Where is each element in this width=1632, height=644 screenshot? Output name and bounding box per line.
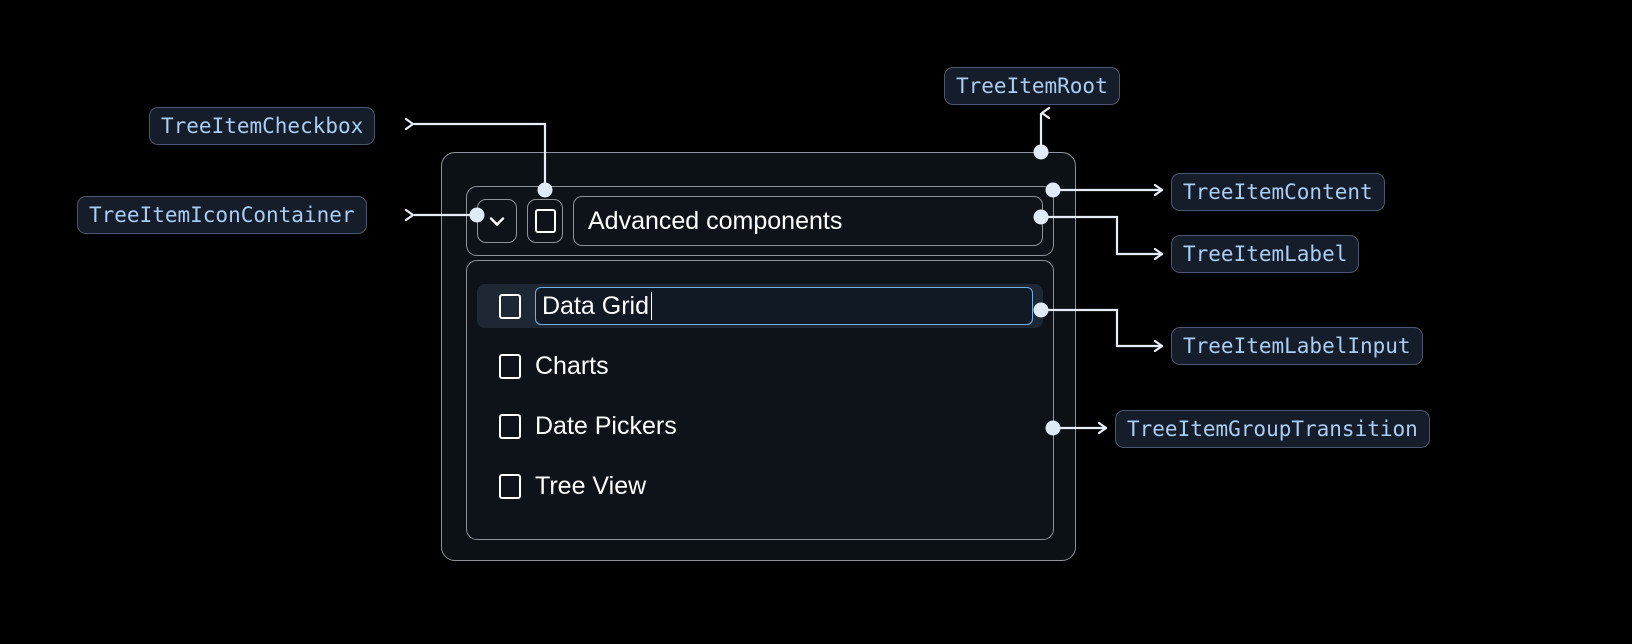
annotation-label: TreeItemCheckbox [161, 114, 364, 138]
text-caret [650, 292, 653, 320]
checkbox-box-icon [534, 209, 556, 233]
tree-item-label-input[interactable]: Data Grid [535, 287, 1033, 325]
annotation-chip-label-input: TreeItemLabelInput [1171, 327, 1423, 365]
tree-item-child-row[interactable]: Tree View [477, 464, 1043, 508]
chevron-down-icon [489, 217, 505, 226]
tree-item-checkbox[interactable] [499, 473, 521, 499]
annotation-chip-label: TreeItemLabel [1171, 235, 1360, 273]
tree-item-group-transition: Data Grid Charts Date Pickers Tree View [466, 260, 1054, 540]
tree-item-checkbox[interactable] [499, 293, 521, 319]
tree-item-label-text: Advanced components [588, 206, 843, 235]
annotation-label: TreeItemLabelInput [1183, 334, 1411, 358]
annotation-chip-icon-container: TreeItemIconContainer [77, 196, 367, 234]
annotation-label: TreeItemContent [1183, 180, 1373, 204]
annotation-label: TreeItemLabel [1183, 242, 1348, 266]
annotation-label: TreeItemRoot [956, 74, 1108, 98]
annotation-chip-content: TreeItemContent [1171, 173, 1385, 211]
tree-item-checkbox[interactable] [527, 199, 563, 243]
tree-item-child-row[interactable]: Date Pickers [477, 404, 1043, 448]
tree-item-checkbox[interactable] [499, 413, 521, 439]
tree-item-label: Date Pickers [535, 411, 677, 440]
tree-item-label-input-value: Data Grid [542, 291, 649, 320]
tree-item-label[interactable]: Advanced components [573, 196, 1043, 246]
annotation-label: TreeItemIconContainer [89, 203, 355, 227]
tree-item-child-row[interactable]: Charts [477, 344, 1043, 388]
tree-item-child-row[interactable]: Data Grid [477, 284, 1043, 328]
annotation-chip-checkbox: TreeItemCheckbox [149, 107, 376, 145]
tree-item-label: Charts [535, 351, 609, 380]
tree-item-label: Tree View [535, 471, 647, 500]
tree-item-icon-container[interactable] [477, 199, 517, 243]
tree-item-checkbox[interactable] [499, 353, 521, 379]
annotation-label: TreeItemGroupTransition [1127, 417, 1418, 441]
tree-item-content[interactable]: Advanced components [466, 186, 1054, 256]
annotation-chip-group-transition: TreeItemGroupTransition [1115, 410, 1430, 448]
tree-item-root[interactable]: Advanced components Data Grid Charts Dat… [441, 152, 1076, 561]
annotation-chip-root: TreeItemRoot [944, 67, 1120, 105]
